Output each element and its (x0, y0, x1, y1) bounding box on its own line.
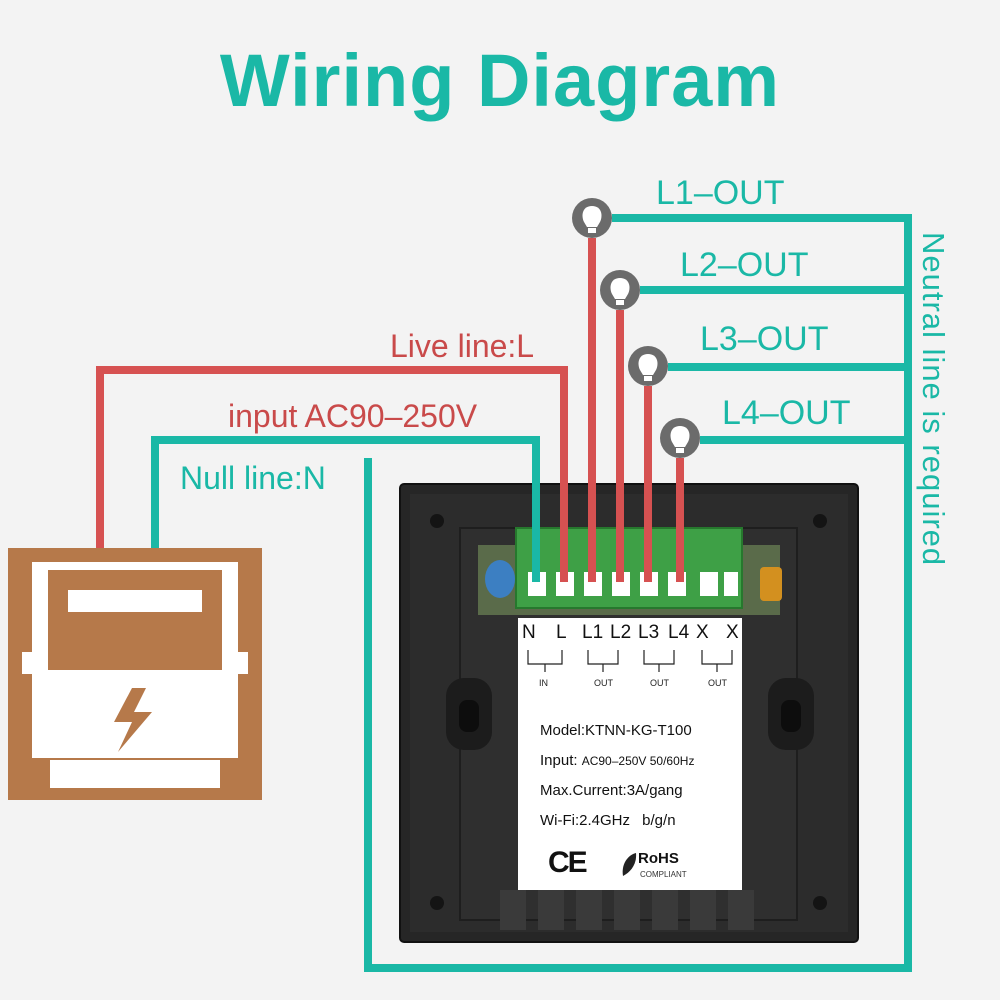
terminal-label: L2 (610, 622, 632, 643)
model-text: Model:KTNN-KG-T100 (540, 722, 692, 739)
neutral-wires (151, 214, 912, 972)
terminal-group-label: OUT (708, 678, 727, 688)
rohs-compliant-text: COMPLIANT (640, 870, 687, 879)
light-bulb-icon (572, 198, 612, 238)
bottom-ribs (500, 890, 754, 930)
product-label-card: N L L1 L2 L3 L4 X X IN OUT OUT OUT Model… (518, 618, 742, 890)
fuse-component (760, 567, 782, 601)
output-label-l4: L4–OUT (722, 394, 851, 432)
input-spec-value: AC90–250V 50/60Hz (581, 754, 695, 768)
terminal-label: L1 (582, 622, 604, 643)
capacitor (485, 560, 515, 598)
terminal-label: L4 (668, 622, 690, 643)
input-spec: Input: AC90–250V 50/60Hz (540, 752, 694, 769)
max-current-text: Max.Current:3A/gang (540, 782, 683, 799)
panel-screw-holes (430, 514, 827, 910)
output-label-l2: L2–OUT (680, 246, 809, 284)
page-title: Wiring Diagram (219, 39, 781, 122)
leaf-icon (622, 853, 637, 876)
terminal-label: N (522, 622, 536, 643)
terminal-group-label: OUT (650, 678, 669, 688)
mounting-slots (446, 678, 814, 750)
light-bulb-icon (600, 270, 640, 310)
rohs-mark: RoHS (638, 850, 679, 867)
ce-mark: CE (548, 846, 588, 879)
light-bulb-icon (660, 418, 700, 458)
wifi-spec: Wi-Fi:2.4GHz b/g/n (540, 812, 676, 829)
output-label-l3: L3–OUT (700, 320, 829, 358)
terminal-label: L3 (638, 622, 660, 643)
input-spec-label: Input: (540, 752, 578, 769)
output-label-l1: L1–OUT (656, 174, 785, 212)
terminal-label: L (556, 622, 567, 643)
input-voltage-label: input AC90–250V (228, 398, 478, 434)
terminal-group-label: IN (539, 678, 548, 688)
null-line-label: Null line:N (180, 460, 326, 496)
terminal-label: X (696, 622, 709, 643)
light-bulb-icon (628, 346, 668, 386)
wifi-spec-label: Wi-Fi:2.4GHz (540, 812, 630, 829)
neutral-required-label: Neutral line is required (916, 232, 951, 567)
terminal-group-brackets (527, 650, 733, 672)
electric-meter-icon (8, 548, 262, 800)
lightning-bolt-icon (114, 688, 152, 752)
light-bulb-icons (572, 198, 700, 458)
wifi-spec-modes: b/g/n (642, 812, 676, 829)
terminal-group-label: OUT (594, 678, 613, 688)
live-line-label: Live line:L (390, 328, 535, 364)
terminal-names: N L L1 L2 L3 L4 X X (518, 622, 742, 648)
terminal-label: X (726, 622, 739, 643)
live-wires (96, 238, 684, 582)
